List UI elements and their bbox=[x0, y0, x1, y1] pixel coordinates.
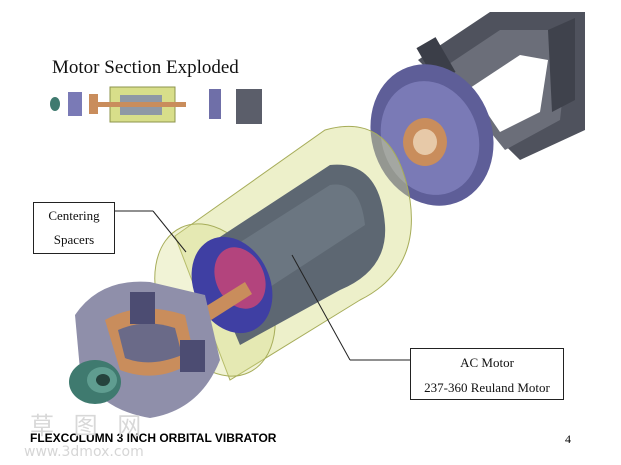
end-flange bbox=[370, 64, 494, 206]
watermark-glyphs: 草 图 网 bbox=[30, 412, 148, 440]
callout-ac-motor: AC Motor 237-360 Reuland Motor bbox=[410, 348, 564, 400]
callout-centering-line2: Spacers bbox=[53, 232, 95, 247]
rotor-end bbox=[191, 236, 273, 334]
coupling-ring bbox=[69, 360, 121, 404]
callout-ac-motor-line2: 237-360 Reuland Motor bbox=[424, 380, 550, 395]
callout-centering-spacers: Centering Spacers bbox=[33, 202, 115, 254]
callout-ac-motor-line1: AC Motor bbox=[460, 355, 514, 370]
callout-centering-line1: Centering bbox=[48, 208, 100, 223]
leader-lines bbox=[114, 210, 410, 361]
motor-housing bbox=[416, 12, 585, 160]
page-number: 4 bbox=[565, 432, 571, 446]
watermark-url: www.3dmox.com bbox=[24, 444, 144, 460]
exploded-components-row bbox=[50, 86, 262, 124]
diagram-title: Motor Section Exploded bbox=[52, 57, 239, 78]
footer-title: FLEXCOLUMN 3 INCH ORBITAL VIBRATOR bbox=[30, 431, 277, 445]
